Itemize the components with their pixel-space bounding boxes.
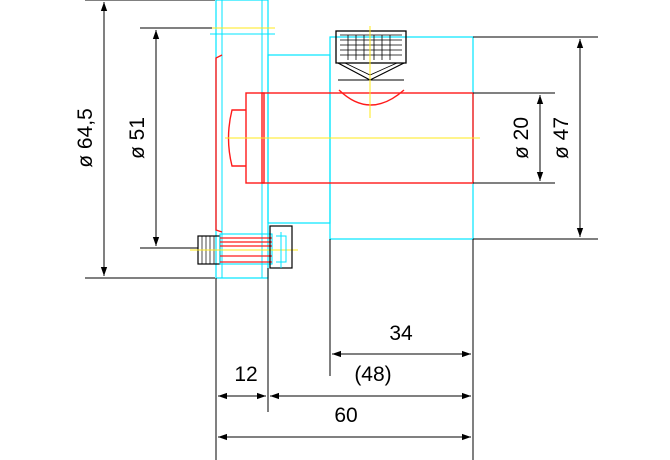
dim-len-total: 60 bbox=[334, 404, 357, 427]
dim-dia-body: ø 47 bbox=[550, 117, 573, 159]
set-screw bbox=[335, 26, 407, 118]
bolt bbox=[190, 225, 298, 269]
dim-len-flange: 12 bbox=[234, 363, 257, 386]
dim-len-body-ref: (48) bbox=[354, 363, 391, 386]
dim-len-body: 34 bbox=[389, 322, 413, 345]
flange-outline bbox=[215, 0, 269, 279]
neck-outline bbox=[267, 54, 331, 224]
dim-dia-bolt-circle: ø 51 bbox=[126, 117, 149, 159]
dim-dia-outer-flange: ø 64,5 bbox=[74, 108, 97, 168]
flange-face bbox=[215, 54, 223, 233]
dimension-texts: ø 64,5 ø 51 ø 20 ø 47 34 (48) 12 60 bbox=[74, 108, 573, 427]
dimension-lines bbox=[85, 0, 598, 460]
part-geometry bbox=[190, 0, 480, 279]
dim-dia-shaft: ø 20 bbox=[510, 117, 533, 159]
